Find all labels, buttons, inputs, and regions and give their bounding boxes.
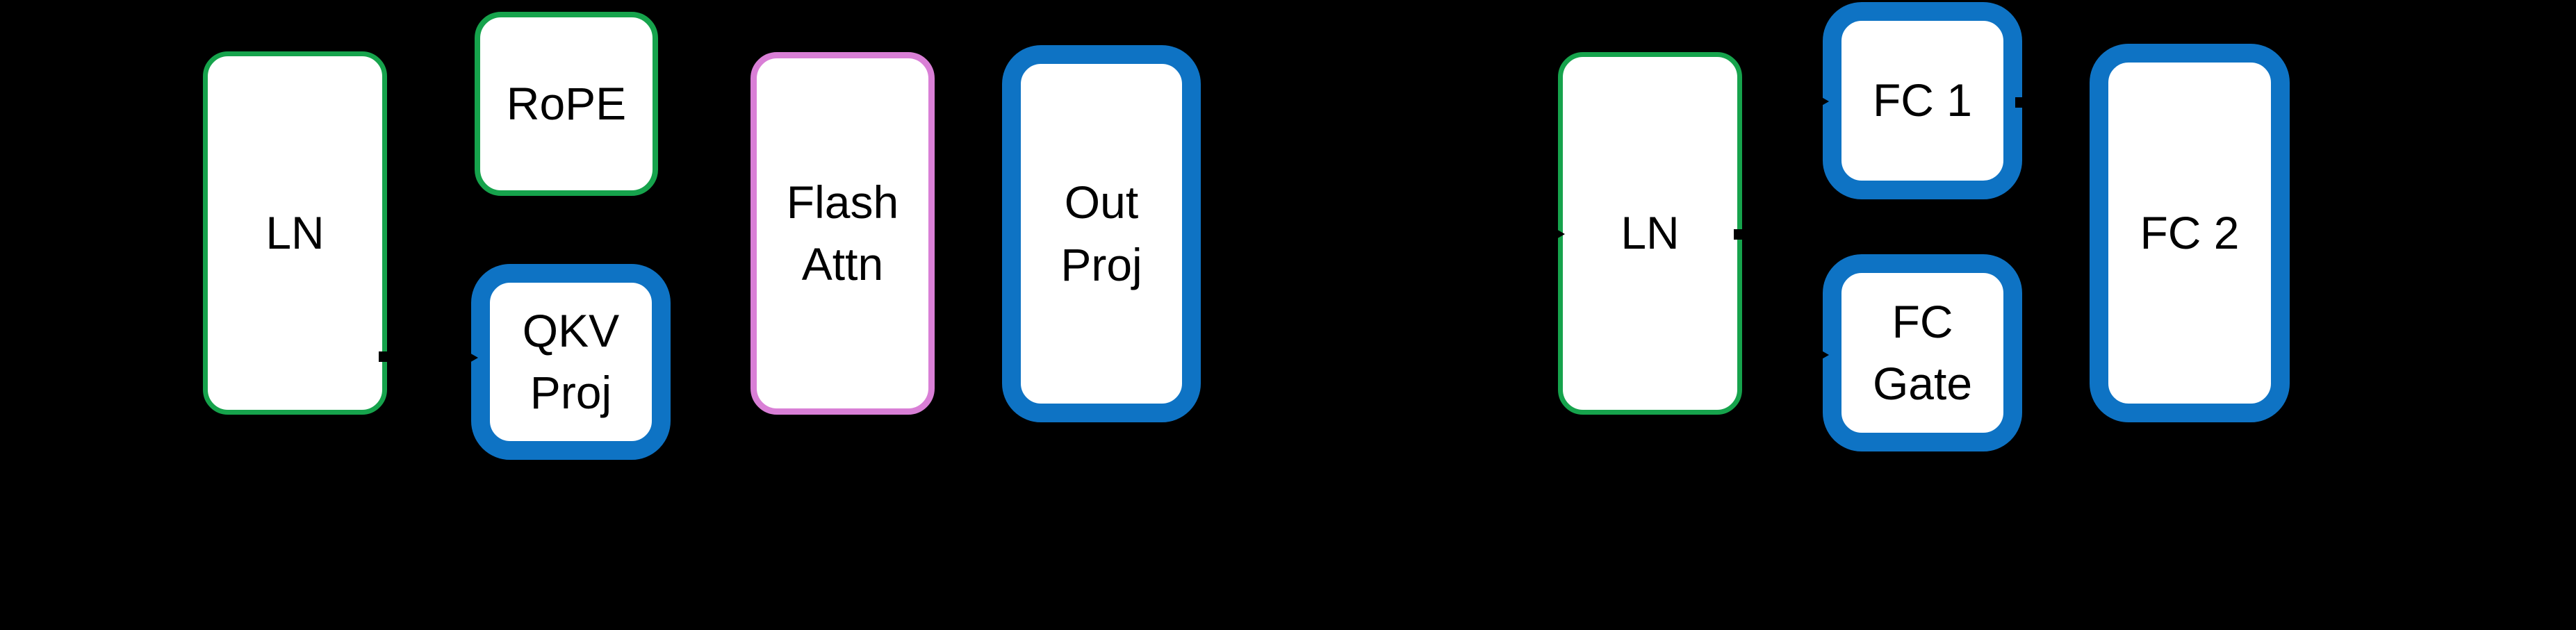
arrowhead-into-fc-gate-icon bbox=[1810, 344, 1829, 366]
box-rope: RoPE bbox=[475, 12, 658, 196]
box-label-rope: RoPE bbox=[506, 77, 627, 129]
tail-notch-fc-1-right bbox=[2015, 97, 2024, 108]
box-label-flash-attn: Flash Attn bbox=[786, 176, 899, 290]
box-label-fc-1: FC 1 bbox=[1872, 74, 1973, 126]
box-fc-1: FC 1 bbox=[1823, 2, 2022, 199]
box-fc-2: FC 2 bbox=[2090, 44, 2290, 422]
arrowhead-into-qkv-proj-icon bbox=[459, 347, 478, 369]
box-label-ln-mlp: LN bbox=[1621, 207, 1680, 259]
box-qkv-proj: QKV Proj bbox=[471, 264, 671, 460]
box-out-proj: Out Proj bbox=[1002, 45, 1201, 422]
box-label-out-proj: Out Proj bbox=[1060, 176, 1142, 290]
box-fc-gate: FC Gate bbox=[1823, 254, 2022, 451]
box-label-qkv-proj: QKV Proj bbox=[522, 304, 620, 418]
tail-notch-ln-mlp-right bbox=[1734, 229, 1746, 240]
box-label-fc-2: FC 2 bbox=[2140, 206, 2240, 258]
arrowhead-into-ln-mlp-icon bbox=[1545, 223, 1565, 245]
tail-notch-ln-attention-right bbox=[379, 351, 391, 362]
box-ln-attention: LN bbox=[203, 51, 387, 415]
box-flash-attn: Flash Attn bbox=[750, 52, 935, 415]
box-ln-mlp: LN bbox=[1558, 52, 1742, 415]
box-label-fc-gate: FC Gate bbox=[1872, 295, 1973, 409]
arrowhead-into-fc-1-icon bbox=[1810, 90, 1829, 113]
box-label-ln-attention: LN bbox=[265, 206, 325, 258]
